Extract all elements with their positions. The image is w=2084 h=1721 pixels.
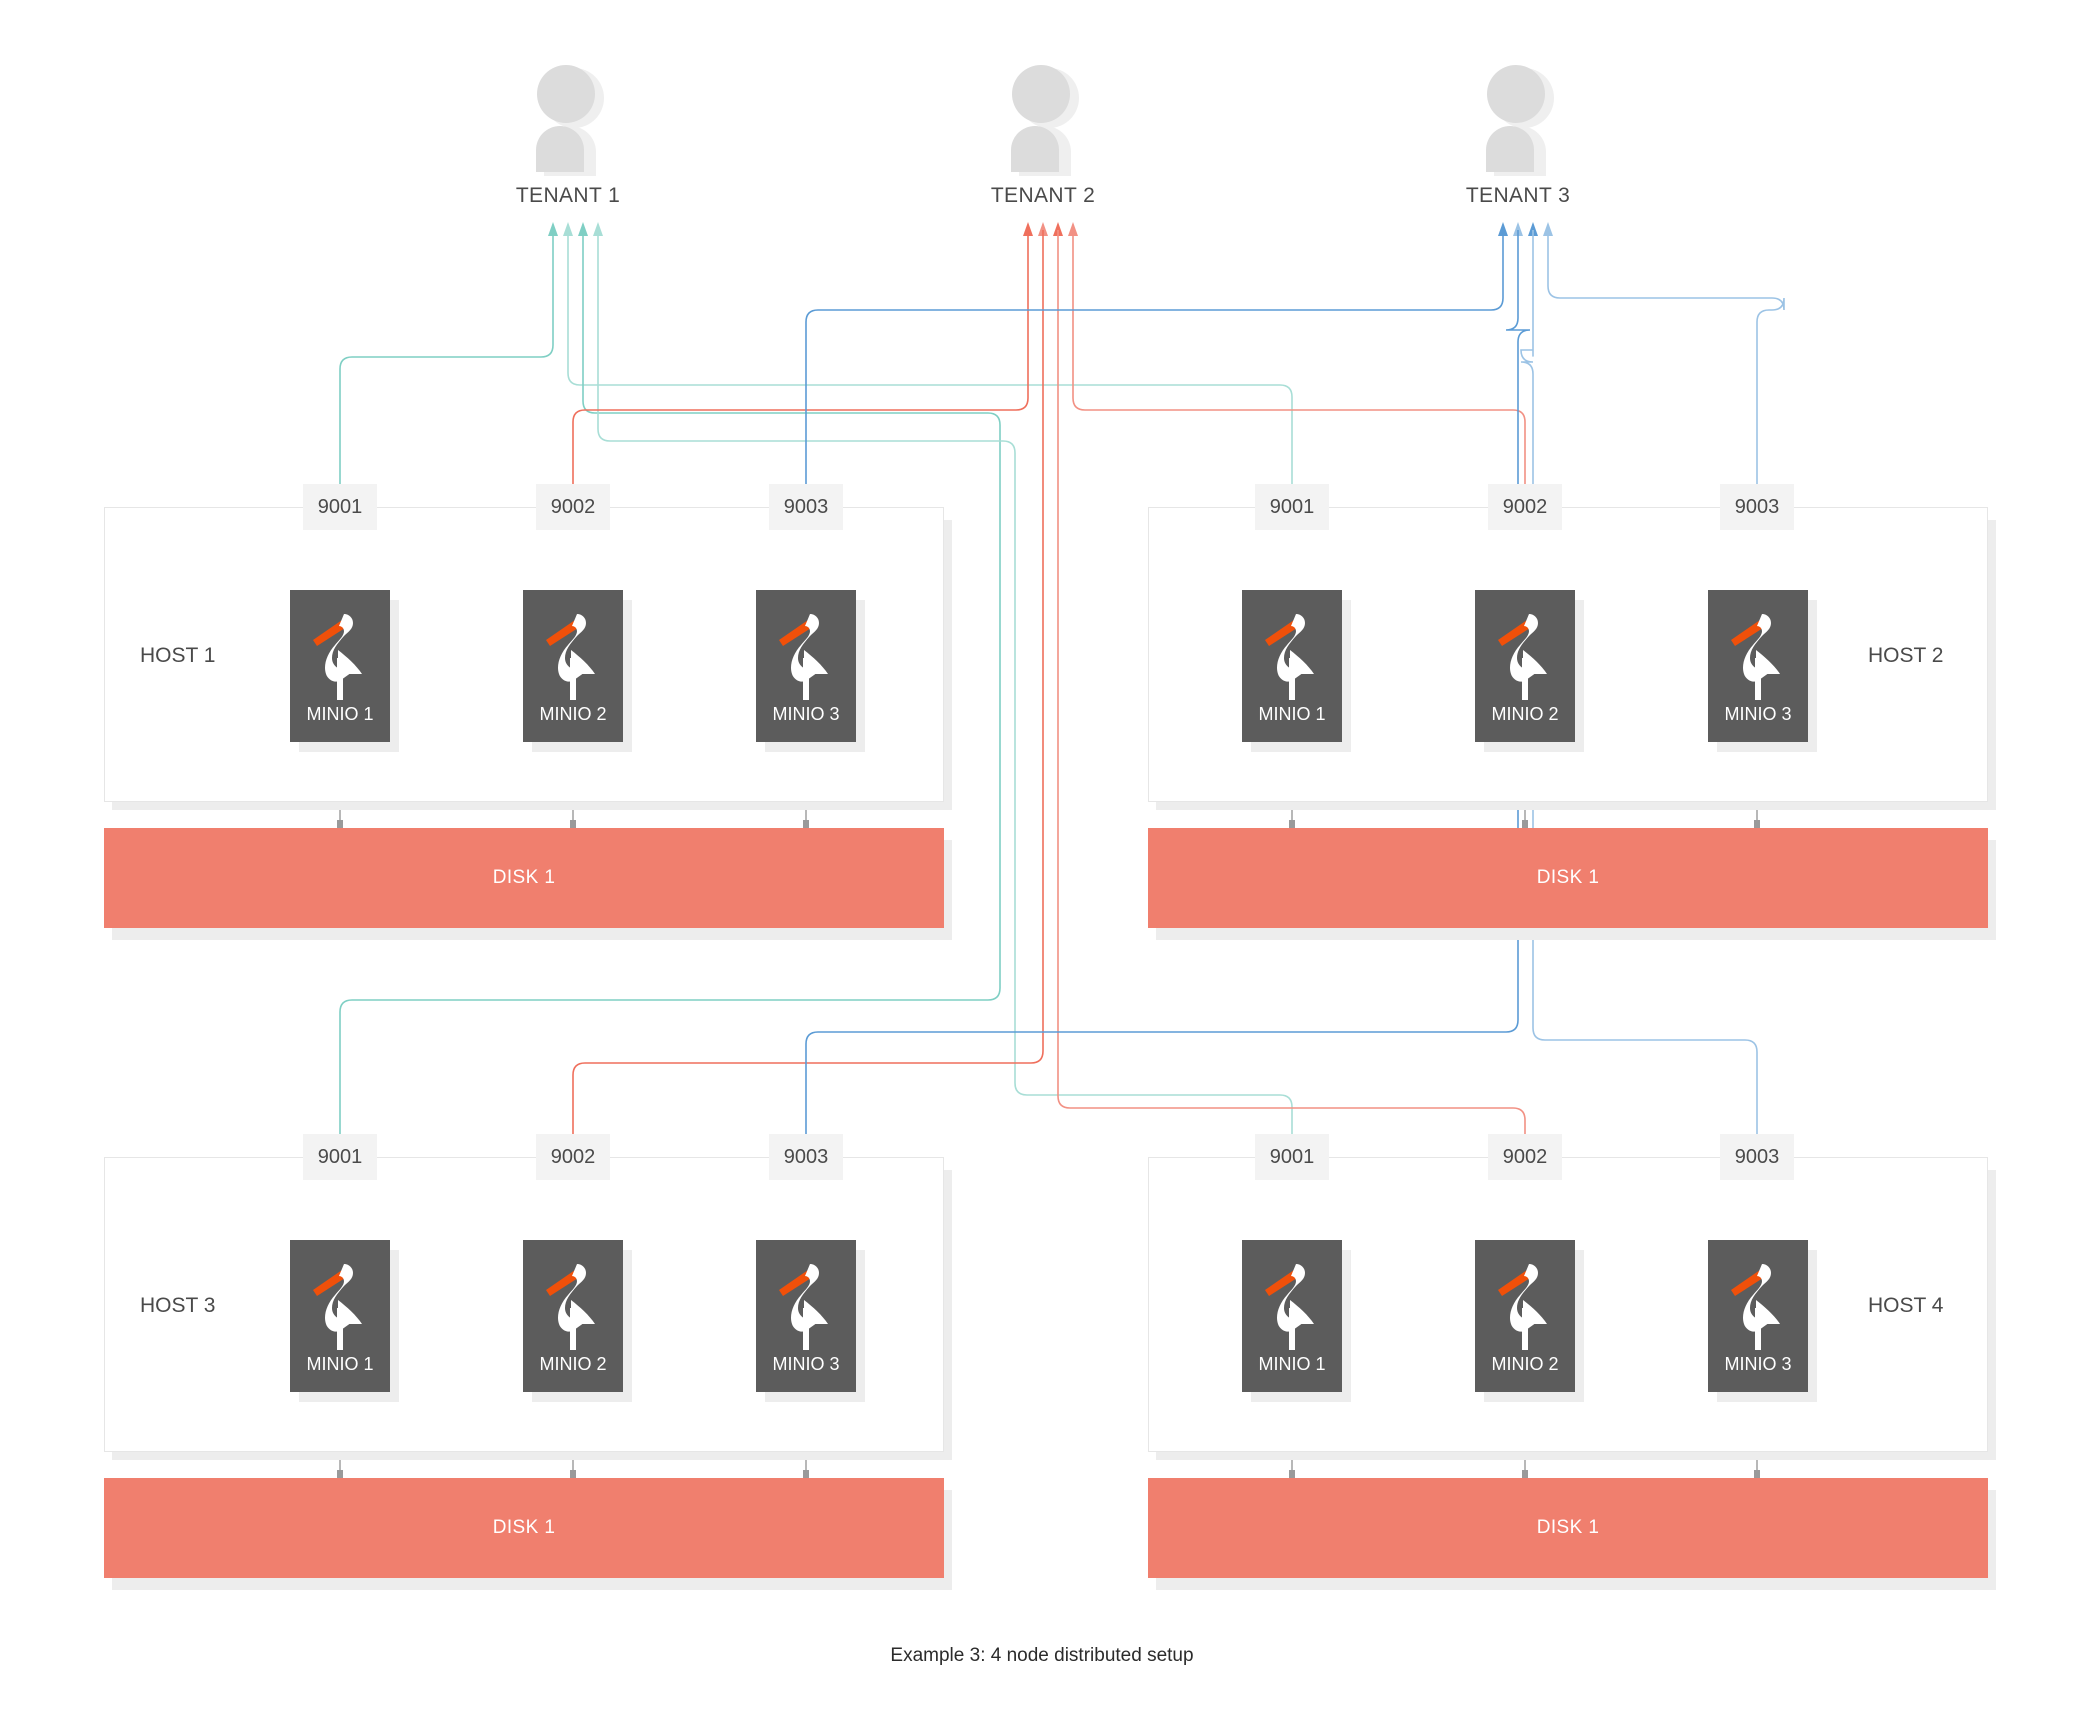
port-badge-9002: 9002 xyxy=(1488,1134,1562,1180)
port-badge-9003: 9003 xyxy=(1720,1134,1794,1180)
minio-node[interactable]: MINIO 2 xyxy=(1475,590,1575,742)
minio-node[interactable]: MINIO 2 xyxy=(1475,1240,1575,1392)
minio-node[interactable]: MINIO 1 xyxy=(1242,590,1342,742)
host-label-4: HOST 4 xyxy=(1868,1294,1944,1317)
minio-flamingo-icon xyxy=(1729,606,1787,707)
port-badge-9003: 9003 xyxy=(769,1134,843,1180)
node-label: MINIO 3 xyxy=(1724,704,1792,724)
minio-flamingo-icon xyxy=(1729,1256,1787,1357)
minio-node[interactable]: MINIO 2 xyxy=(523,1240,623,1392)
minio-node[interactable]: MINIO 3 xyxy=(1708,1240,1808,1392)
port-badge-9002: 9002 xyxy=(536,1134,610,1180)
node-label: MINIO 1 xyxy=(306,704,374,724)
minio-flamingo-icon xyxy=(777,606,835,707)
minio-flamingo-icon xyxy=(1496,606,1554,707)
tenant-label: TENANT 1 xyxy=(515,184,621,207)
minio-flamingo-icon xyxy=(311,1256,369,1357)
person-icon xyxy=(1468,58,1568,178)
minio-node[interactable]: MINIO 2 xyxy=(523,590,623,742)
minio-node[interactable]: MINIO 1 xyxy=(290,590,390,742)
host-label-2: HOST 2 xyxy=(1868,644,1944,667)
minio-flamingo-icon xyxy=(1263,606,1321,707)
figure-caption: Example 3: 4 node distributed setup xyxy=(890,1645,1194,1666)
port-badge-9001: 9001 xyxy=(1255,484,1329,530)
minio-node[interactable]: MINIO 1 xyxy=(290,1240,390,1392)
disk-bar: DISK 1 xyxy=(1148,1478,1988,1578)
minio-flamingo-icon xyxy=(1263,1256,1321,1357)
disk-bar: DISK 1 xyxy=(104,1478,944,1578)
port-badge-9003: 9003 xyxy=(769,484,843,530)
minio-flamingo-icon xyxy=(777,1256,835,1357)
node-label: MINIO 2 xyxy=(1491,704,1559,724)
node-label: MINIO 2 xyxy=(539,1354,607,1374)
disk-bar: DISK 1 xyxy=(104,828,944,928)
node-label: MINIO 2 xyxy=(539,704,607,724)
tenant-3[interactable]: TENANT 3 xyxy=(1428,58,1608,208)
minio-flamingo-icon xyxy=(311,606,369,707)
disk-bar: DISK 1 xyxy=(1148,828,1988,928)
host-label-3: HOST 3 xyxy=(140,1294,216,1317)
person-icon xyxy=(518,58,618,178)
minio-node[interactable]: MINIO 3 xyxy=(1708,590,1808,742)
node-label: MINIO 3 xyxy=(1724,1354,1792,1374)
node-label: MINIO 3 xyxy=(772,1354,840,1374)
node-label: MINIO 2 xyxy=(1491,1354,1559,1374)
minio-node[interactable]: MINIO 3 xyxy=(756,590,856,742)
minio-node[interactable]: MINIO 1 xyxy=(1242,1240,1342,1392)
port-badge-9003: 9003 xyxy=(1720,484,1794,530)
host-label-1: HOST 1 xyxy=(140,644,216,667)
node-label: MINIO 1 xyxy=(1258,1354,1326,1374)
minio-flamingo-icon xyxy=(544,1256,602,1357)
port-badge-9001: 9001 xyxy=(303,484,377,530)
port-badge-9002: 9002 xyxy=(1488,484,1562,530)
tenant-2[interactable]: TENANT 2 xyxy=(953,58,1133,208)
minio-flamingo-icon xyxy=(544,606,602,707)
person-icon xyxy=(993,58,1093,178)
port-badge-9001: 9001 xyxy=(303,1134,377,1180)
port-badge-9001: 9001 xyxy=(1255,1134,1329,1180)
minio-node[interactable]: MINIO 3 xyxy=(756,1240,856,1392)
tenant-label: TENANT 2 xyxy=(990,184,1096,207)
node-label: MINIO 3 xyxy=(772,704,840,724)
tenant-label: TENANT 3 xyxy=(1465,184,1571,207)
tenant-1[interactable]: TENANT 1 xyxy=(478,58,658,208)
minio-flamingo-icon xyxy=(1496,1256,1554,1357)
port-badge-9002: 9002 xyxy=(536,484,610,530)
node-label: MINIO 1 xyxy=(1258,704,1326,724)
node-label: MINIO 1 xyxy=(306,1354,374,1374)
